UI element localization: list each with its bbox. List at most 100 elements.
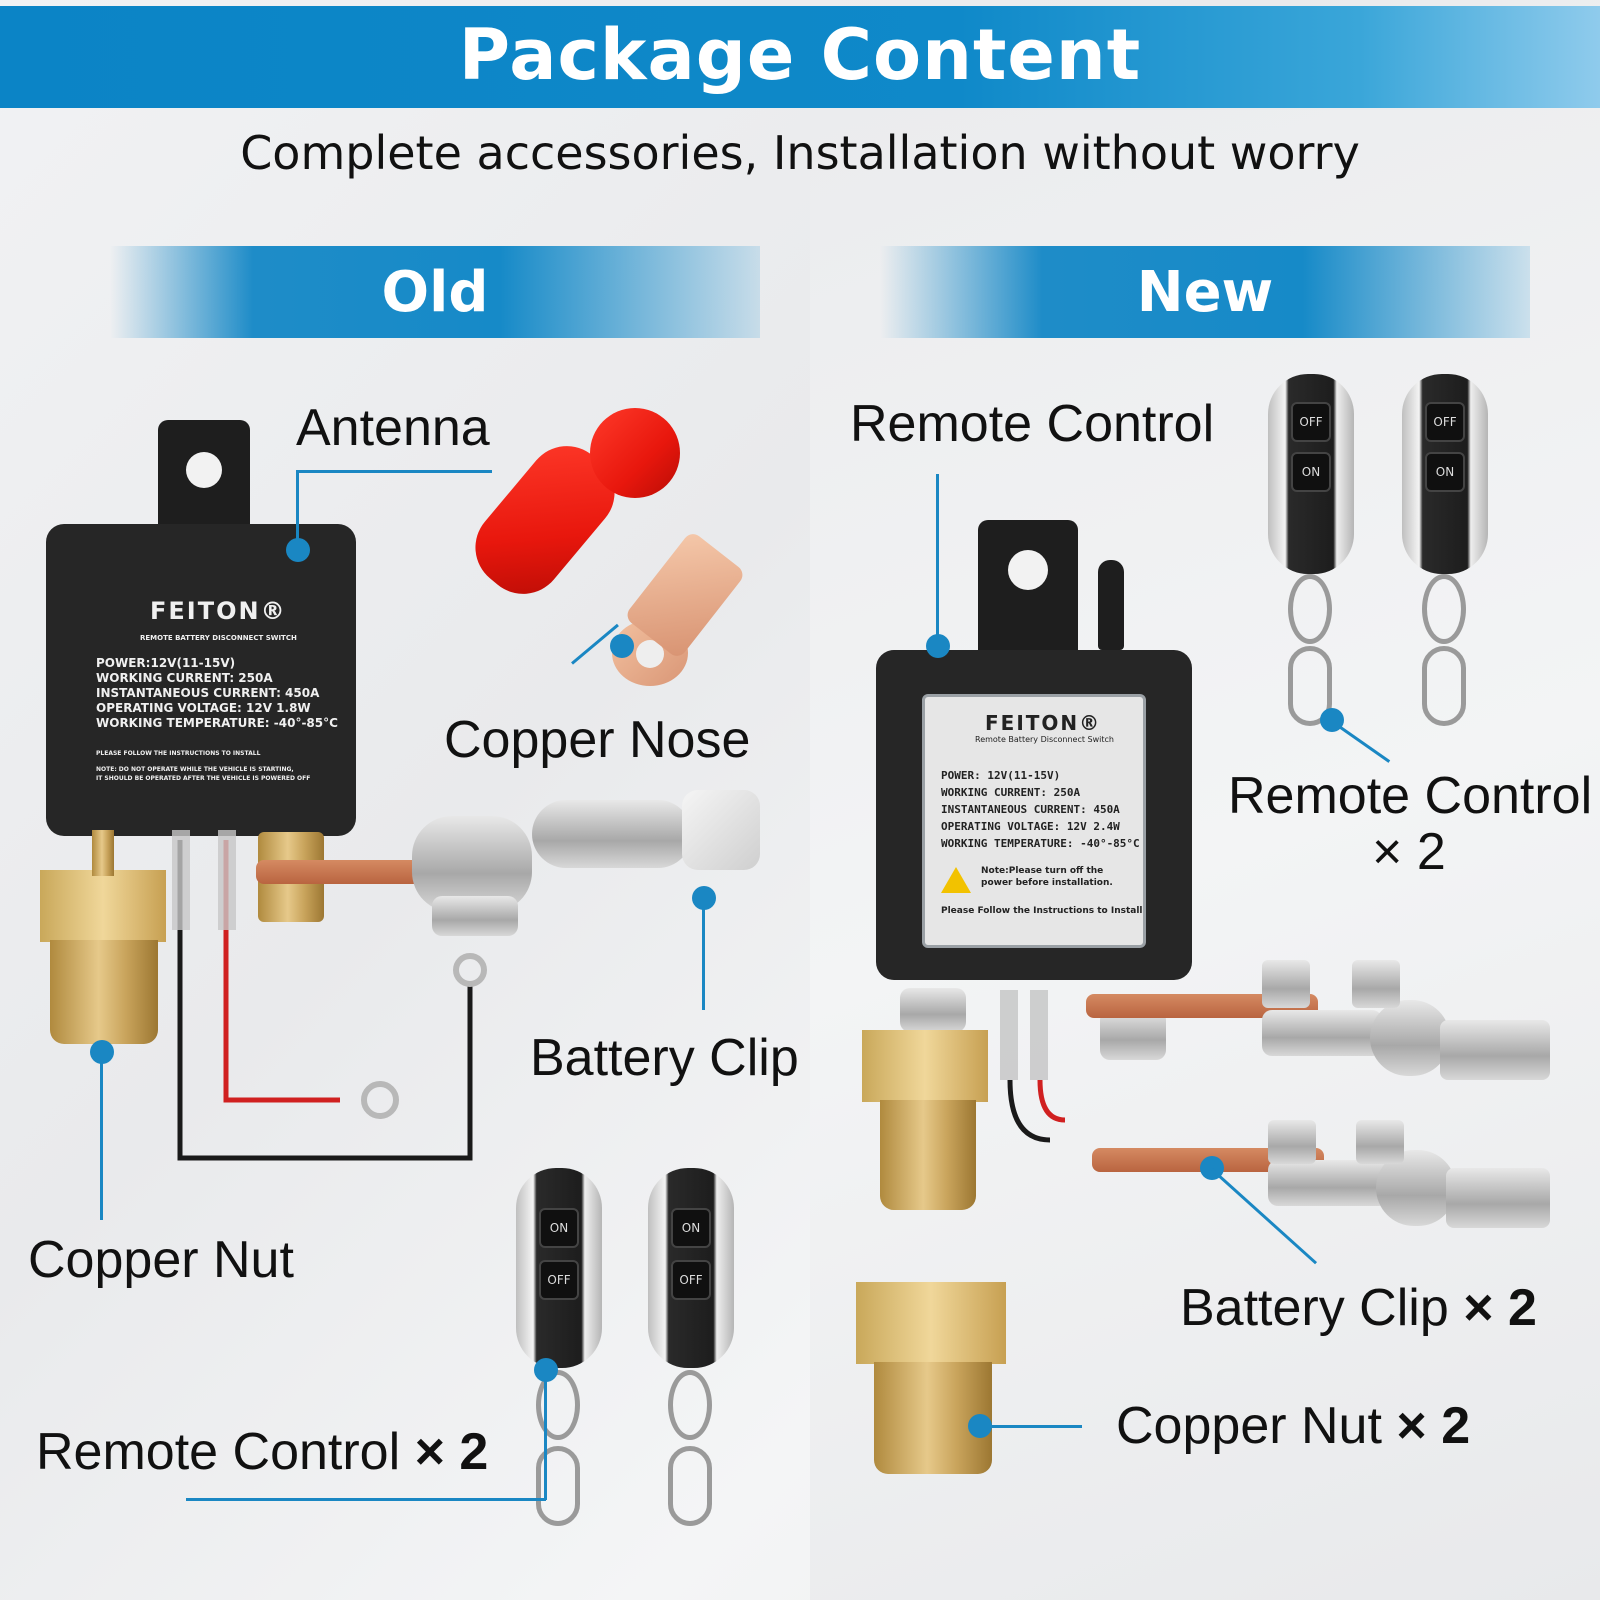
new-battery-clip-1-ring [1370, 1000, 1450, 1076]
old-relay-note-3: IT SHOULD BE OPERATED AFTER THE VEHICLE … [96, 775, 311, 782]
new-relay-antenna [1098, 560, 1124, 650]
new-battery-clip-1-bolt [1440, 1020, 1550, 1080]
new-copper-nut-multiplier: × 2 [1396, 1397, 1471, 1455]
remote-on-button: ON [671, 1208, 711, 1248]
new-battery-clip-2-arm [1268, 1160, 1388, 1206]
old-remote-control-1: ON OFF [516, 1168, 602, 1368]
old-spec-line: POWER:12V(11-15V) [96, 656, 236, 670]
new-copper-nut-text: Copper Nut [1116, 1397, 1382, 1455]
new-spec-line: POWER: 12V(11-15V) [941, 769, 1061, 782]
new-callout-copper-nut-line [980, 1425, 1082, 1428]
section-old-header: Old [110, 246, 760, 338]
new-relay-mount-tab [978, 520, 1078, 660]
old-clip-nut [432, 896, 518, 936]
new-callout-antenna-line [936, 474, 939, 642]
old-wiring [172, 830, 487, 1161]
old-callout-remote-v [544, 1370, 547, 1500]
old-callout-antenna-h [296, 470, 492, 473]
old-remote-keychain-2 [668, 1370, 712, 1440]
new-remote-control-1: OFF ON [1268, 374, 1354, 574]
remote-off-button: OFF [671, 1260, 711, 1300]
page-subtitle: Complete accessories, Installation witho… [240, 126, 1360, 180]
new-battery-clip-1-screw-a [1262, 960, 1310, 1008]
new-relay-brand: FEITON® [985, 711, 1102, 735]
new-spec-line: WORKING CURRENT: 250A [941, 786, 1081, 799]
old-battery-clip-arm [532, 800, 692, 868]
remote-off-button: OFF [1425, 402, 1465, 442]
old-remote-clasp-1 [536, 1446, 580, 1526]
old-spec-line: OPERATING VOLTAGE: 12V 1.8W [96, 701, 311, 715]
old-relay-specs: POWER:12V(11-15V) WORKING CURRENT: 250A … [96, 656, 346, 731]
new-remote-clasp-1 [1288, 646, 1332, 726]
new-relay-note: Note:Please turn off the power before in… [981, 866, 1113, 888]
old-relay-brand: FEITON® [150, 597, 287, 625]
new-label-remote-control: Remote Control [1228, 767, 1593, 825]
new-device-copper-nut-hex [862, 1030, 988, 1102]
new-remote-multiplier: × 2 [1372, 823, 1446, 881]
new-battery-clip-2-screw-a [1268, 1120, 1316, 1164]
new-battery-clip-1-screw-b [1352, 960, 1400, 1008]
old-relay-note-2: NOTE: DO NOT OPERATE WHILE THE VEHICLE I… [96, 766, 294, 773]
old-callout-antenna-v [296, 470, 299, 546]
remote-on-button: ON [1425, 452, 1465, 492]
new-spare-copper-nut-hex [856, 1282, 1006, 1364]
new-relay-label-sticker: FEITON® Remote Battery Disconnect Switch… [922, 694, 1146, 948]
old-relay-device: FEITON® REMOTE BATTERY DISCONNECT SWITCH… [40, 420, 370, 840]
new-relay-device: FEITON® Remote Battery Disconnect Switch… [870, 520, 1200, 980]
new-relay-brand-sub: Remote Battery Disconnect Switch [975, 735, 1114, 744]
new-remote-control-2: OFF ON [1402, 374, 1488, 574]
old-callout-copper-nut-line [100, 1052, 103, 1220]
old-relay-body [46, 524, 356, 836]
remote-on-button: ON [539, 1208, 579, 1248]
old-terminal-post [92, 830, 114, 876]
old-copper-nut-hex [40, 870, 166, 942]
new-label-copper-nut: Copper Nut × 2 [1116, 1400, 1470, 1452]
new-terminal-nut-left [900, 988, 966, 1032]
new-spec-line: INSTANTANEOUS CURRENT: 450A [941, 803, 1120, 816]
old-callout-battery-clip-dot [692, 886, 716, 910]
new-callout-antenna-dot [926, 634, 950, 658]
title-banner: Package Content [0, 6, 1600, 108]
old-remote-keychain-1 [536, 1370, 580, 1440]
new-wiring [1000, 990, 1066, 1143]
new-relay-follow-text: Please Follow the Instructions to Instal… [941, 906, 1143, 916]
new-relay-specs: POWER: 12V(11-15V) WORKING CURRENT: 250A… [941, 767, 1141, 852]
new-terminal-nut-right [1100, 1010, 1166, 1060]
old-relay-mount-hole [186, 452, 222, 488]
old-label-battery-clip: Battery Clip [530, 1029, 799, 1087]
old-remote-clasp-2 [668, 1446, 712, 1526]
old-callout-copper-nose-dot [610, 634, 634, 658]
new-battery-clip-text: Battery Clip [1180, 1279, 1449, 1337]
new-remote-clasp-2 [1422, 646, 1466, 726]
section-new-header: New [880, 246, 1530, 338]
old-spec-line: INSTANTANEOUS CURRENT: 450A [96, 686, 320, 700]
new-label-remote-control-top: Remote Control [850, 395, 1215, 453]
old-copper-nut-body [50, 940, 158, 1044]
old-label-antenna: Antenna [296, 399, 490, 457]
old-remote-label-text: Remote Control [36, 1423, 401, 1481]
old-spec-line: WORKING TEMPERATURE: -40°-85°C [96, 716, 338, 730]
section-new-title: New [1136, 259, 1274, 325]
new-battery-clip-2-bolt [1446, 1168, 1550, 1228]
new-label-battery-clip: Battery Clip × 2 [1180, 1282, 1537, 1334]
old-red-cap-top [590, 408, 680, 498]
new-remote-keychain-1 [1288, 574, 1332, 644]
new-battery-clip-1-arm [1262, 1010, 1382, 1056]
old-callout-copper-nut-dot [90, 1040, 114, 1064]
new-remote-keychain-2 [1422, 574, 1466, 644]
old-callout-remote-dot [534, 1358, 558, 1382]
old-relay-note-1: PLEASE FOLLOW THE INSTRUCTIONS TO INSTAL… [96, 750, 261, 757]
remote-off-button: OFF [539, 1260, 579, 1300]
new-battery-clip-2-screw-b [1356, 1120, 1404, 1164]
new-battery-clip-multiplier: × 2 [1463, 1279, 1537, 1337]
remote-off-button: OFF [1291, 402, 1331, 442]
new-spec-line: WORKING TEMPERATURE: -40°-85°C [941, 837, 1140, 850]
old-callout-antenna-dot [286, 538, 310, 562]
warning-icon [941, 867, 971, 893]
page-title: Package Content [458, 14, 1142, 96]
old-label-copper-nut: Copper Nut [28, 1231, 294, 1289]
new-spec-line: OPERATING VOLTAGE: 12V 2.4W [941, 820, 1120, 833]
old-callout-remote-h [186, 1498, 546, 1501]
old-callout-battery-clip-line [702, 900, 705, 1010]
old-remote-multiplier: × 2 [414, 1423, 489, 1481]
